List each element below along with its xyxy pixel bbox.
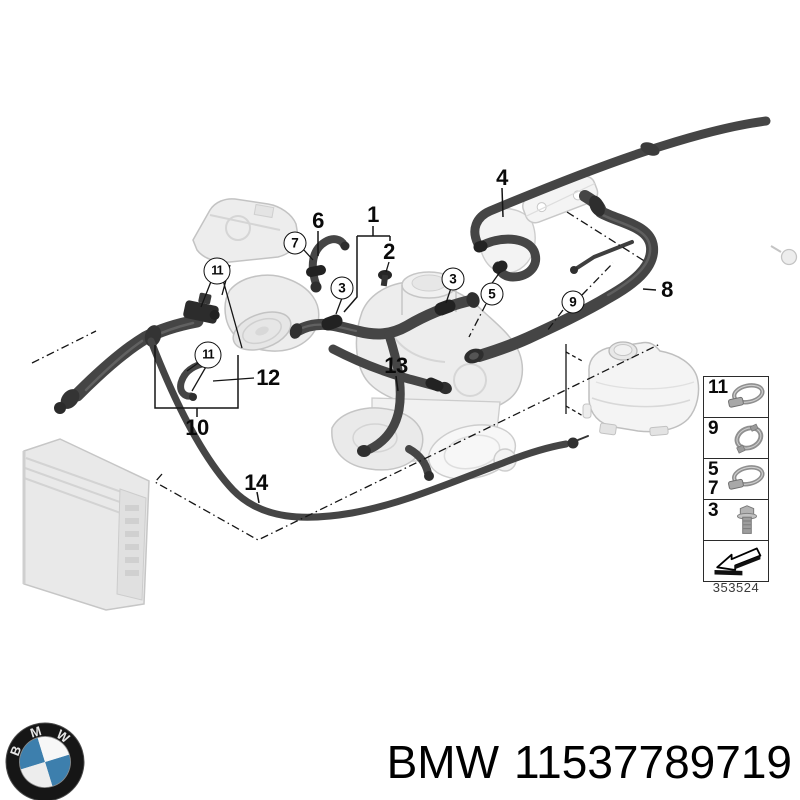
callout-11b-circle: 11 — [194, 341, 222, 369]
callout-5-circle: 5 — [480, 282, 504, 306]
legend-row-arrow — [704, 541, 768, 581]
callout-5-text: 5 — [488, 286, 496, 302]
legend-label-7: 7 — [708, 478, 719, 499]
callout-11b-text: 11 — [202, 347, 214, 362]
hose-12 — [177, 359, 211, 400]
callout-9-text: 9 — [569, 294, 577, 310]
callout-13: 13 — [384, 353, 408, 378]
callout-2: 2 — [383, 239, 395, 264]
callout-11-circle: 11 — [203, 257, 231, 285]
callout-3-circle: 3 — [330, 276, 354, 300]
legend-label-9: 9 — [708, 418, 719, 439]
callout-9-circle: 9 — [561, 290, 585, 314]
bolt-icon — [736, 505, 758, 534]
thermostat-housing — [192, 198, 299, 263]
callout-7-text: 7 — [291, 235, 299, 251]
radiator — [22, 438, 150, 611]
callout-3-text: 3 — [338, 280, 346, 296]
faded-components — [22, 175, 798, 611]
hoses — [54, 116, 771, 521]
legend-label-11: 11 — [708, 377, 729, 398]
callout-3b-text: 3 — [449, 271, 457, 287]
callout-8: 8 — [661, 277, 673, 302]
fastener-legend: 11 9 5 7 — [703, 376, 769, 582]
hose-clamp-icon — [728, 383, 765, 408]
legend-row-3: 3 — [704, 500, 768, 541]
legend-label-5: 5 — [708, 459, 719, 480]
bolt-2 — [378, 270, 392, 287]
hose-4-loop — [474, 234, 540, 282]
pump-hose — [405, 445, 432, 477]
hose-branch — [365, 330, 405, 454]
legend-label-3: 3 — [708, 500, 719, 521]
vent-pipe — [575, 240, 634, 270]
leader-lines — [31, 187, 661, 541]
callout-1: 1 — [367, 202, 379, 227]
callout-7-circle: 7 — [283, 231, 307, 255]
part-title: BMW 11537789719 — [387, 739, 792, 785]
legend-row-9: 9 — [704, 418, 768, 459]
diagram-code: 353524 — [712, 580, 760, 595]
direction-arrow-icon — [714, 547, 762, 576]
callout-6: 6 — [312, 208, 324, 233]
callout-12: 12 — [256, 365, 280, 390]
hose-clamp-icon — [728, 465, 765, 490]
callout-14: 14 — [244, 470, 268, 495]
aux-pump — [331, 407, 517, 480]
legend-row-5-7: 5 7 — [704, 459, 768, 500]
bmw-roundel-logo: B M W — [5, 722, 85, 800]
callout-11-text: 11 — [211, 263, 223, 278]
part-number: 11537789719 — [514, 736, 792, 788]
hose-4 — [470, 116, 771, 249]
logo-letter-m: M — [28, 723, 43, 741]
brand-name: BMW — [386, 736, 499, 788]
hose-14 — [147, 337, 570, 521]
expansion-tank — [582, 341, 700, 437]
ring-clamp-icon — [734, 423, 764, 454]
water-pump — [224, 274, 320, 352]
edge-fitting — [770, 245, 798, 266]
callout-10: 10 — [185, 415, 209, 440]
legend-row-11: 11 — [704, 377, 768, 418]
callout-3b-circle: 3 — [441, 267, 465, 291]
callout-4: 4 — [496, 165, 508, 190]
